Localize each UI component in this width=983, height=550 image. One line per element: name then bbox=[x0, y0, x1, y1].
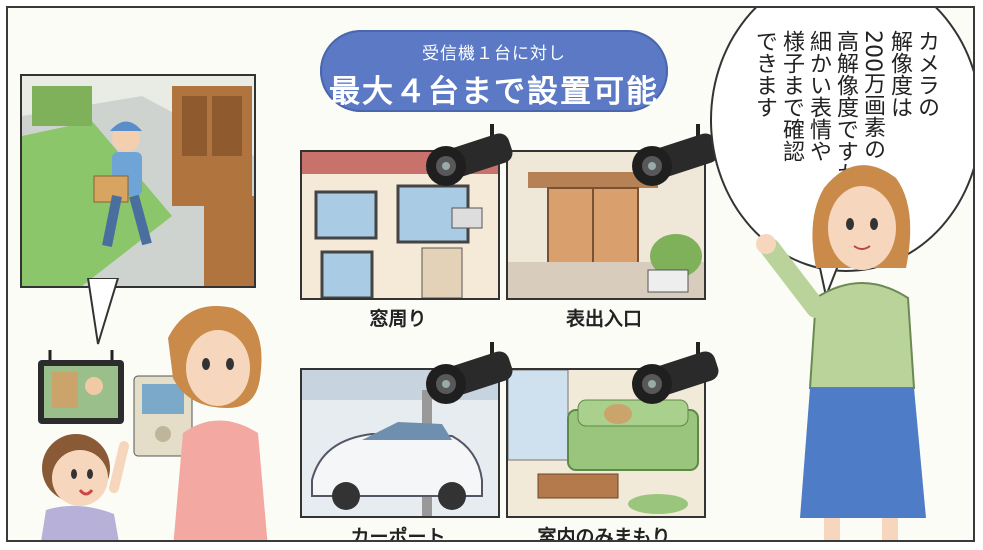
caption-entrance: 表出入口 bbox=[565, 308, 642, 330]
delivery-scene-illustration bbox=[22, 76, 254, 286]
staff-character bbox=[756, 165, 926, 540]
camera-panel-window bbox=[300, 150, 500, 300]
mother-character bbox=[168, 306, 268, 540]
camera-icon bbox=[632, 124, 719, 186]
speech-line: 様子まで確認 bbox=[779, 30, 804, 162]
camera-icon bbox=[426, 342, 513, 404]
speech-line: 細かい表情や bbox=[806, 30, 831, 162]
carport-scene-illustration bbox=[302, 370, 498, 516]
badge-subtitle: 受信機１台に対し bbox=[422, 44, 566, 64]
camera-icon bbox=[426, 124, 513, 186]
illustration-frame: 受信機１台に対し 最大４台まで設置可能 窓周り 表出入口 bbox=[6, 6, 975, 542]
window-scene-illustration bbox=[302, 152, 498, 298]
caption-window: 窓周り bbox=[369, 308, 427, 330]
camera-panel-carport bbox=[300, 368, 500, 518]
camera-panel-indoor bbox=[506, 368, 706, 518]
monitor-pointer bbox=[86, 278, 120, 345]
child-character bbox=[41, 434, 129, 540]
badge-title: 最大４台まで設置可能 bbox=[329, 74, 659, 110]
indoor-scene-illustration bbox=[508, 370, 704, 516]
speech-line: 200万画素の bbox=[860, 30, 885, 160]
caption-carport: カーポート bbox=[350, 526, 446, 542]
entrance-scene-illustration bbox=[508, 152, 704, 298]
delivery-scene-panel bbox=[20, 74, 256, 288]
caption-indoor: 室内のみまもり bbox=[537, 526, 671, 542]
intercom-unit bbox=[133, 375, 193, 457]
wireless-monitor bbox=[38, 350, 124, 424]
speech-line: できます bbox=[752, 30, 777, 118]
camera-icon bbox=[632, 342, 719, 404]
speech-line: カメラの bbox=[914, 30, 939, 118]
speech-line: 解像度は bbox=[887, 30, 912, 118]
capacity-badge: 受信機１台に対し 最大４台まで設置可能 bbox=[320, 30, 668, 112]
